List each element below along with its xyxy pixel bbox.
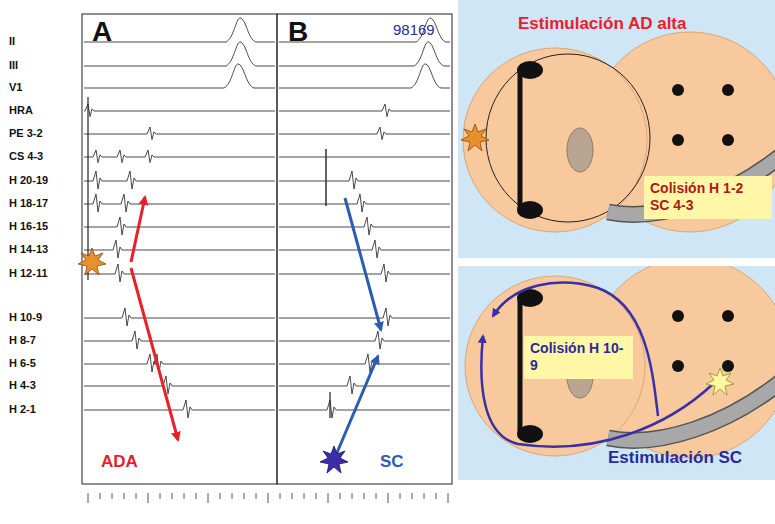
- channel-name: CS 4-3: [9, 150, 43, 162]
- electrogram-trace: [279, 127, 450, 140]
- time-tick: [160, 493, 161, 499]
- channel-name: H 8-7: [9, 334, 36, 346]
- electrogram-trace: [84, 264, 275, 282]
- time-tick: [412, 493, 413, 499]
- time-tick: [244, 493, 245, 499]
- electrogram-trace: [84, 308, 275, 326]
- electrogram-trace: [279, 194, 450, 212]
- electrogram-trace: [84, 171, 275, 189]
- time-tick: [100, 493, 101, 499]
- time-tick: [172, 493, 173, 499]
- time-tick: [232, 493, 233, 499]
- electrogram-trace: [279, 400, 450, 418]
- electrogram-trace: [279, 171, 450, 189]
- electrogram-trace: [84, 104, 275, 117]
- channel-name: H 2-1: [9, 403, 36, 415]
- time-tick: [340, 493, 341, 499]
- time-tick: [268, 493, 269, 503]
- time-tick: [388, 493, 389, 503]
- time-tick: [88, 493, 89, 503]
- electrogram-trace: [84, 42, 275, 66]
- channel-name: H 14-13: [9, 243, 48, 255]
- time-tick: [292, 493, 293, 499]
- pacing-site: SC: [380, 453, 404, 472]
- electrogram-trace: [84, 400, 275, 418]
- time-tick: [256, 493, 257, 499]
- electrogram-trace: [279, 354, 450, 372]
- channel-name: H 10-9: [9, 311, 42, 323]
- electrogram-trace: [279, 157, 450, 158]
- channel-name: V1: [9, 81, 22, 93]
- time-tick: [304, 493, 305, 499]
- electrogram-trace: [84, 127, 275, 140]
- channel-name: H 18-17: [9, 197, 48, 209]
- electrogram-trace: [329, 392, 330, 418]
- time-tick: [436, 493, 437, 499]
- time-tick: [184, 493, 185, 499]
- channel-name: H 16-15: [9, 220, 48, 232]
- channel-name: II: [9, 35, 15, 47]
- time-tick: [208, 493, 209, 503]
- time-tick: [112, 493, 113, 499]
- electrogram-trace: [84, 64, 275, 88]
- electrogram-trace: [84, 18, 275, 42]
- electrogram-trace: [279, 104, 450, 117]
- electrogram-trace: [84, 376, 275, 394]
- time-tick: [220, 493, 221, 499]
- time-tick: [352, 493, 353, 499]
- electrogram-trace: [279, 240, 450, 258]
- channel-name: HRA: [9, 104, 33, 116]
- time-tick: [316, 493, 317, 499]
- electrogram-trace: [279, 331, 450, 349]
- channel-name: H 4-3: [9, 379, 36, 391]
- electrogram-trace: [279, 308, 450, 326]
- collision-box: Colisión H 1-2 SC 4-3: [644, 176, 772, 219]
- channel-name: H 20-19: [9, 174, 48, 186]
- collision-text: Colisión H 10-9: [530, 340, 626, 374]
- time-tick: [136, 493, 137, 499]
- electrogram-trace: [325, 149, 326, 206]
- time-tick: [328, 493, 329, 503]
- channel-name: PE 3-2: [9, 127, 43, 139]
- time-tick: [376, 493, 377, 499]
- electrogram-trace: [84, 150, 275, 163]
- channel-name: H 12-11: [9, 267, 48, 279]
- time-tick: [448, 493, 449, 503]
- panel-letter: A: [92, 17, 112, 48]
- record-number: 98169: [393, 22, 435, 39]
- time-tick: [400, 493, 401, 499]
- time-tick: [124, 493, 125, 499]
- electrogram-trace: [279, 64, 450, 88]
- time-tick: [148, 493, 149, 503]
- electrogram-trace: [84, 331, 275, 349]
- stimulation-panel: Estimulación AD altaColisión H 1-2 SC 4-…: [458, 0, 775, 258]
- pacing-site: ADA: [101, 453, 138, 472]
- panel-letter: B: [288, 17, 308, 48]
- electrogram-trace: [84, 240, 275, 258]
- time-tick: [364, 493, 365, 499]
- channel-name: III: [9, 59, 18, 71]
- stimulation-panel: Estimulación SC Colisión H 10-9: [458, 266, 775, 480]
- electrogram-trace: [279, 217, 450, 235]
- time-tick: [196, 493, 197, 499]
- collision-text: Colisión H 1-2 SC 4-3: [650, 180, 766, 214]
- panel-title: Estimulación SC: [608, 448, 742, 468]
- panel-title: Estimulación AD alta: [518, 14, 686, 34]
- collision-box: Colisión H 10-9: [524, 336, 633, 379]
- channel-name: H 6-5: [9, 357, 36, 369]
- electrogram-trace: [84, 354, 275, 372]
- time-tick: [280, 493, 281, 499]
- time-tick: [424, 493, 425, 499]
- electrogram-trace: [87, 97, 88, 280]
- electrogram-trace: [84, 217, 275, 235]
- electrogram-trace: [84, 194, 275, 212]
